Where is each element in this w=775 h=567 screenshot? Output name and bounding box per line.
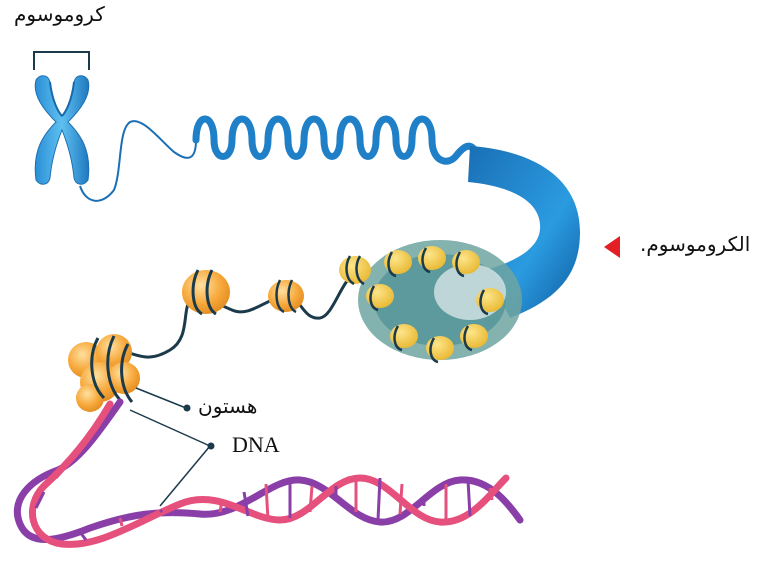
nucleosome-small [339, 255, 371, 286]
histone-leader [135, 387, 191, 412]
linker-dna [125, 270, 359, 359]
pointer-triangle [604, 236, 620, 258]
histone-octamer [68, 334, 140, 412]
chromosome-bracket [33, 51, 90, 70]
histone-label: هستون [198, 394, 258, 418]
chromosome-label-top: کروموسوم [14, 2, 105, 26]
dna-leader [129, 409, 215, 507]
solenoid-fiber [358, 240, 522, 364]
chromosome-label-right: الکروموسوم. [640, 232, 751, 256]
x-chromosome [34, 75, 90, 185]
chromatin-thin-strand [79, 120, 197, 202]
dna-label: DNA [232, 432, 280, 457]
chromatin-coil [192, 115, 480, 165]
nucleosome-large [182, 269, 230, 316]
nucleosome-medium [268, 279, 304, 314]
dna-double-helix [13, 398, 524, 548]
